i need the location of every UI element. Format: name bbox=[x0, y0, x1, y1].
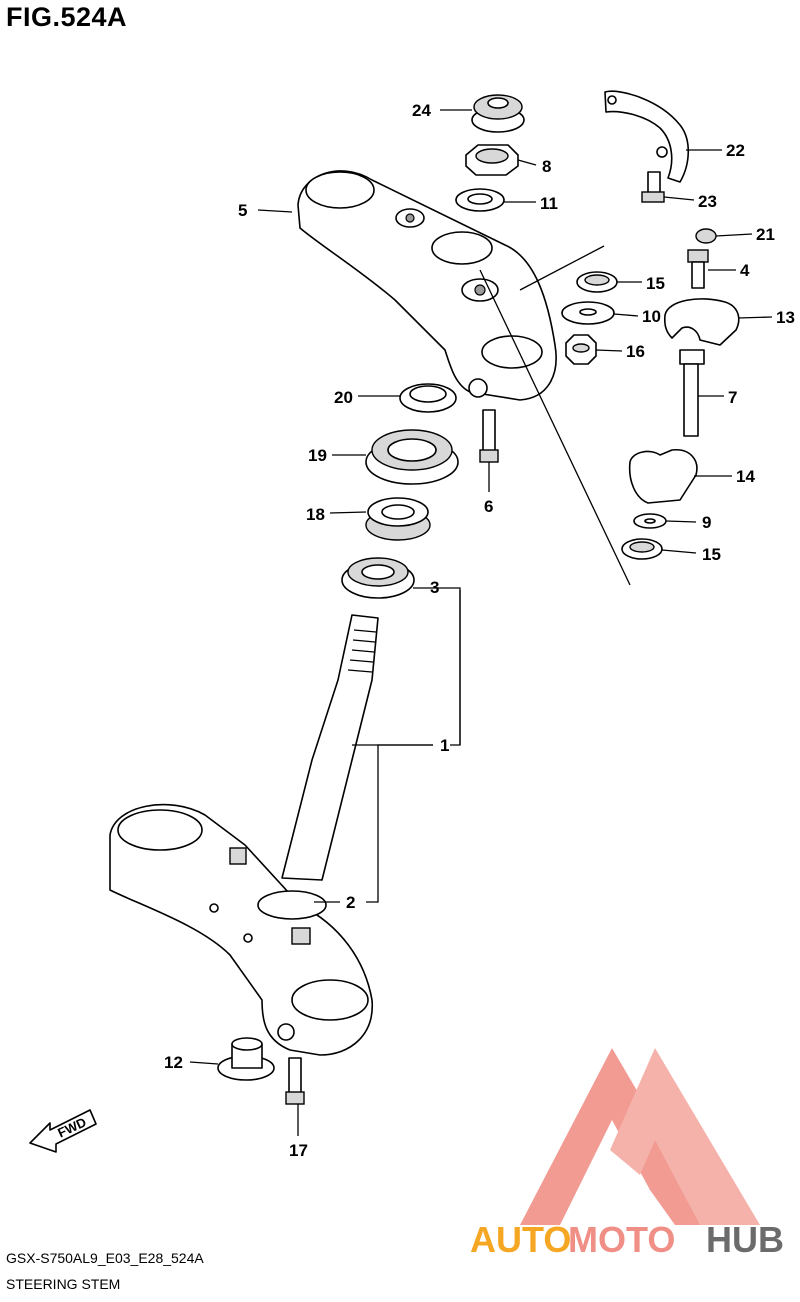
callout-9: 9 bbox=[702, 513, 711, 532]
callout-22: 22 bbox=[726, 141, 745, 160]
callout-8: 8 bbox=[542, 157, 551, 176]
callout-labels: 24 8 11 5 22 23 21 4 15 10 13 16 7 20 19… bbox=[164, 101, 795, 1160]
callout-12: 12 bbox=[164, 1053, 183, 1072]
watermark-logo bbox=[520, 1048, 760, 1225]
callout-17: 17 bbox=[289, 1141, 308, 1160]
model-code: GSX-S750AL9_E03_E28_524A bbox=[6, 1250, 204, 1266]
callout-24: 24 bbox=[412, 101, 431, 120]
part-3-race bbox=[341, 557, 415, 599]
part-9-washer bbox=[633, 513, 667, 529]
callout-14: 14 bbox=[736, 467, 755, 486]
part-19-dust-seal bbox=[365, 429, 459, 485]
part-6-bolt bbox=[479, 409, 499, 463]
callout-20: 20 bbox=[334, 388, 353, 407]
part-13-clamp-upper bbox=[663, 298, 740, 346]
callout-16: 16 bbox=[626, 342, 645, 361]
callout-5: 5 bbox=[238, 201, 247, 220]
part-24-cap bbox=[471, 94, 525, 133]
part-8-nut bbox=[465, 144, 519, 176]
part-4-bolt bbox=[687, 249, 709, 289]
watermark-auto: AUTO bbox=[470, 1219, 571, 1260]
callout-15-top: 15 bbox=[646, 274, 665, 293]
part-7-bolt bbox=[679, 349, 705, 437]
watermark-moto: MOTO bbox=[568, 1219, 675, 1260]
part-17-bolt bbox=[285, 1057, 305, 1105]
part-14-clamp-lower bbox=[628, 449, 698, 504]
callout-11: 11 bbox=[540, 194, 558, 213]
part-11-washer bbox=[455, 188, 505, 212]
callout-10: 10 bbox=[642, 307, 661, 326]
section-name: STEERING STEM bbox=[6, 1276, 121, 1292]
part-23-bolt bbox=[641, 171, 665, 203]
callout-7: 7 bbox=[728, 388, 737, 407]
callout-2: 2 bbox=[346, 893, 355, 912]
callout-19: 19 bbox=[308, 446, 327, 465]
part-21-cap bbox=[695, 228, 717, 244]
callout-18: 18 bbox=[306, 505, 325, 524]
watermark-hub: HUB bbox=[706, 1219, 784, 1260]
callout-21: 21 bbox=[756, 225, 775, 244]
part-15-seal-top bbox=[576, 271, 618, 293]
callout-13: 13 bbox=[776, 308, 795, 327]
part-20-locknut bbox=[399, 383, 457, 413]
watermark-text: AUTO MOTO HUB bbox=[470, 1219, 784, 1260]
part-18-bearing bbox=[365, 497, 431, 541]
callout-1: 1 bbox=[440, 736, 449, 755]
callout-6: 6 bbox=[484, 497, 493, 516]
callout-4: 4 bbox=[740, 261, 750, 280]
callout-23: 23 bbox=[698, 192, 717, 211]
part-22-bracket bbox=[604, 90, 690, 183]
part-16-nut bbox=[565, 334, 597, 365]
callout-3: 3 bbox=[430, 578, 439, 597]
figure-title: FIG.524A bbox=[6, 2, 128, 32]
leader-lines bbox=[189, 109, 773, 1136]
fwd-arrow: FWD bbox=[29, 1109, 97, 1153]
part-10-washer bbox=[561, 301, 615, 325]
callout-15-bottom: 15 bbox=[702, 545, 721, 564]
part-15-seal-bottom bbox=[621, 538, 663, 560]
part-12-cap bbox=[217, 1037, 275, 1081]
part-1-stem bbox=[281, 614, 379, 881]
upper-bracket bbox=[297, 170, 557, 401]
lower-bracket bbox=[109, 803, 373, 1056]
